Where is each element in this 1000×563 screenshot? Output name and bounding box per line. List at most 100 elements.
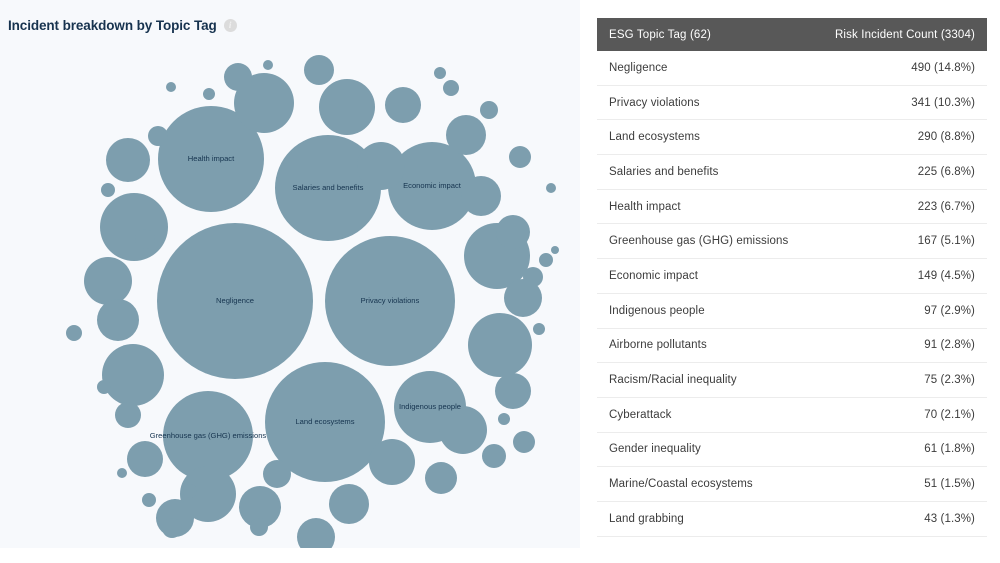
bubble-node[interactable] bbox=[509, 146, 531, 168]
bubble-node[interactable] bbox=[142, 493, 156, 507]
bubble-land-ecosystems[interactable] bbox=[265, 362, 385, 482]
bubble-privacy-violations[interactable] bbox=[325, 236, 455, 366]
bubble-economic-impact[interactable] bbox=[388, 142, 476, 230]
bubble-gender-inequality[interactable] bbox=[102, 344, 164, 406]
bubble-salaries-and-benefits[interactable] bbox=[275, 135, 381, 241]
table-row[interactable]: Negligence 490 (14.8%) bbox=[597, 51, 987, 86]
bubble-marine-coastal-ecosystems[interactable] bbox=[234, 73, 294, 133]
table-row-partial bbox=[597, 537, 987, 557]
bubble-node[interactable] bbox=[263, 460, 291, 488]
bubble-node[interactable] bbox=[533, 323, 545, 335]
bubble-node[interactable] bbox=[97, 380, 111, 394]
bubble-negligence[interactable] bbox=[157, 223, 313, 379]
cell-topic-tag: Racism/Racial inequality bbox=[609, 374, 737, 387]
bubble-node[interactable] bbox=[551, 246, 559, 254]
bubble-node[interactable] bbox=[523, 267, 543, 287]
bubble-node[interactable] bbox=[439, 406, 487, 454]
column-header-risk-incident-count[interactable]: Risk Incident Count (3304) bbox=[834, 28, 975, 41]
cell-topic-tag: Greenhouse gas (GHG) emissions bbox=[609, 235, 789, 248]
bubble-node[interactable] bbox=[106, 138, 150, 182]
bubble-node[interactable] bbox=[480, 101, 498, 119]
cell-topic-tag: Salaries and benefits bbox=[609, 165, 719, 178]
bubble-node[interactable] bbox=[97, 299, 139, 341]
bubble-node[interactable] bbox=[203, 88, 215, 100]
bubble-node[interactable] bbox=[329, 484, 369, 524]
cell-risk-incident-count: 70 (2.1%) bbox=[924, 408, 975, 421]
bubble-node[interactable] bbox=[385, 87, 421, 123]
bubble-node[interactable] bbox=[250, 518, 268, 536]
bubble-node[interactable] bbox=[166, 82, 176, 92]
bubble-node[interactable] bbox=[224, 63, 252, 91]
bubble-node[interactable] bbox=[263, 60, 273, 70]
bubble-node[interactable] bbox=[425, 462, 457, 494]
bubble-node[interactable] bbox=[461, 176, 501, 216]
bubble-node[interactable] bbox=[297, 518, 335, 548]
bubble-node[interactable] bbox=[357, 142, 405, 190]
cell-topic-tag: Gender inequality bbox=[609, 443, 701, 456]
table-body: Negligence 490 (14.8%) Privacy violations 3… bbox=[597, 51, 987, 557]
table-row[interactable]: Privacy violations 341 (10.3%) bbox=[597, 86, 987, 121]
bubble-node[interactable] bbox=[482, 444, 506, 468]
bubble-node[interactable] bbox=[180, 466, 236, 522]
bubble-land-grabbing[interactable] bbox=[319, 79, 375, 135]
bubble-cyberattack[interactable] bbox=[468, 313, 532, 377]
bubble-node[interactable] bbox=[84, 257, 132, 305]
topic-tag-table: ESG Topic Tag (62) Risk Incident Count (… bbox=[597, 18, 987, 557]
bubble-node[interactable] bbox=[504, 279, 542, 317]
page-title: Incident breakdown by Topic Tag bbox=[8, 18, 217, 33]
cell-topic-tag: Economic impact bbox=[609, 269, 699, 282]
bubble-node[interactable] bbox=[495, 373, 531, 409]
bubble-node[interactable] bbox=[513, 431, 535, 453]
table-row[interactable]: Racism/Racial inequality 75 (2.3%) bbox=[597, 363, 987, 398]
bubble-health-impact[interactable] bbox=[158, 106, 264, 212]
incident-breakdown-chart-panel: Incident breakdown by Topic Tag i Neglig… bbox=[8, 18, 559, 548]
bubble-node[interactable] bbox=[498, 413, 510, 425]
cell-risk-incident-count: 223 (6.7%) bbox=[917, 200, 975, 213]
bubble-node[interactable] bbox=[135, 229, 155, 249]
bubble-node[interactable] bbox=[162, 518, 182, 538]
cell-risk-incident-count: 341 (10.3%) bbox=[911, 96, 975, 109]
table-row[interactable]: Land ecosystems 290 (8.8%) bbox=[597, 120, 987, 156]
cell-risk-incident-count: 290 (8.8%) bbox=[917, 131, 975, 144]
bubble-node[interactable] bbox=[127, 441, 163, 477]
column-header-topic-tag[interactable]: ESG Topic Tag (62) bbox=[609, 28, 711, 41]
table-row[interactable]: Greenhouse gas (GHG) emissions 167 (5.1%) bbox=[597, 224, 987, 260]
info-icon[interactable]: i bbox=[223, 19, 237, 32]
bubble-node[interactable] bbox=[66, 325, 82, 341]
cell-risk-incident-count: 43 (1.3%) bbox=[924, 512, 975, 525]
bubble-node[interactable] bbox=[496, 215, 530, 249]
bubble-node[interactable] bbox=[239, 486, 281, 528]
table-row[interactable]: Salaries and benefits 225 (6.8%) bbox=[597, 155, 987, 190]
cell-risk-incident-count: 75 (2.3%) bbox=[924, 374, 975, 387]
cell-topic-tag: Land ecosystems bbox=[609, 131, 700, 144]
bubble-node[interactable] bbox=[117, 468, 127, 478]
bubble-node[interactable] bbox=[115, 402, 141, 428]
cell-topic-tag: Privacy violations bbox=[609, 96, 700, 109]
bubble-node[interactable] bbox=[539, 253, 553, 267]
bubble-node[interactable] bbox=[101, 183, 115, 197]
bubble-node[interactable] bbox=[369, 439, 415, 485]
bubble-node[interactable] bbox=[304, 55, 334, 85]
bubble-node[interactable] bbox=[183, 484, 197, 498]
cell-topic-tag: Negligence bbox=[609, 61, 668, 74]
cell-risk-incident-count: 167 (5.1%) bbox=[917, 235, 975, 248]
cell-risk-incident-count: 490 (14.8%) bbox=[911, 61, 975, 74]
bubble-node[interactable] bbox=[434, 67, 446, 79]
bubble-node[interactable] bbox=[148, 126, 168, 146]
bubble-node[interactable] bbox=[546, 183, 556, 193]
cell-topic-tag: Marine/Coastal ecosystems bbox=[609, 478, 753, 491]
cell-risk-incident-count: 225 (6.8%) bbox=[917, 165, 975, 178]
bubble-airborne-pollutants[interactable] bbox=[100, 193, 168, 261]
bubble-node[interactable] bbox=[443, 80, 459, 96]
bubble-node[interactable] bbox=[446, 115, 486, 155]
bubble-greenhouse-gas-ghg-emissions[interactable] bbox=[163, 391, 253, 481]
table-header-row: ESG Topic Tag (62) Risk Incident Count (… bbox=[597, 18, 987, 51]
